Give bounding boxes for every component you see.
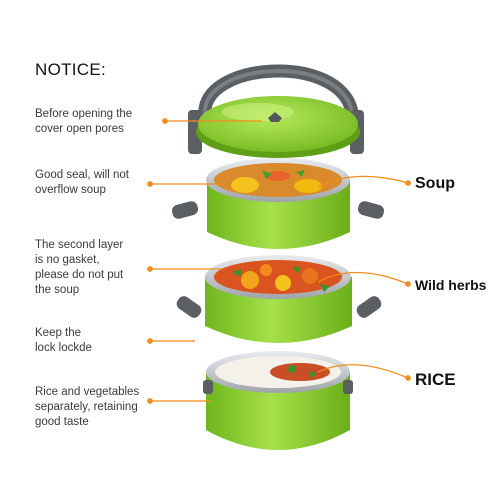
label-rice: RICE (415, 370, 456, 389)
callout-lines-right (317, 175, 411, 381)
callout-curve-rice (317, 364, 409, 379)
label-wild-herbs: Wild herbs (415, 277, 487, 293)
note-second-layer: The second layer is no gasket, please do… (35, 238, 123, 298)
note-vent-line2: cover open pores (35, 123, 124, 135)
note-rice-line3: good taste (35, 416, 89, 428)
note-second-layer-line1: The second layer (35, 239, 124, 251)
callout-curve-soup (317, 175, 409, 188)
note-rice-line2: separately, retaining (35, 401, 138, 413)
note-vent-line1: Before opening the (35, 108, 133, 120)
note-lock-line1: Keep the (35, 327, 82, 339)
note-vent: Before opening the cover open pores (35, 107, 132, 137)
label-soup: Soup (415, 175, 455, 192)
tier-bottom (203, 351, 353, 450)
note-second-layer-line3: please do not put (35, 269, 124, 281)
note-second-layer-line2: is no gasket, (35, 254, 100, 266)
tier-top (171, 158, 385, 249)
note-rice: Rice and vegetables separately, retainin… (35, 385, 139, 430)
note-seal: Good seal, will not overflow soup (35, 168, 129, 198)
note-lock: Keep the lock lockde (35, 326, 92, 356)
callout-curve-herbs (317, 271, 409, 285)
note-lock-line2: lock lockde (35, 342, 92, 354)
note-seal-line2: overflow soup (35, 184, 106, 196)
note-rice-line1: Rice and vegetables (35, 386, 140, 398)
callout-lines-left (147, 118, 262, 404)
tier-middle (176, 255, 382, 343)
lid (196, 96, 360, 158)
notice-title: NOTICE: (35, 60, 107, 79)
note-seal-line1: Good seal, will not (35, 169, 129, 181)
vent-icon (268, 112, 282, 122)
note-second-layer-line4: the soup (35, 284, 80, 296)
